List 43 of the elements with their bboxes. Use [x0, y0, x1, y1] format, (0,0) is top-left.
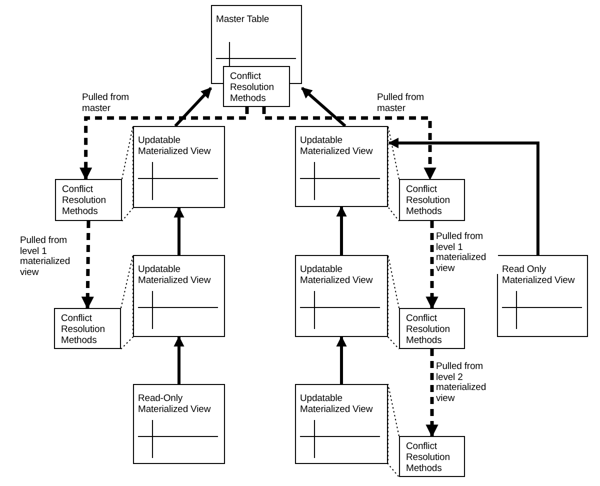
process-box [399, 436, 465, 477]
node-label: Read Only Materialized View [502, 264, 576, 286]
view-box [295, 255, 388, 337]
view-box [133, 255, 225, 337]
arrow [174, 206, 184, 255]
dashed-arrow [80, 107, 249, 180]
dashed-arrow [81, 220, 94, 310]
process-box [399, 179, 465, 221]
arrow [336, 206, 347, 255]
node-label: Conflict Resolution Methods [61, 313, 106, 346]
node-label: Master Table [216, 14, 270, 25]
view-box [133, 126, 225, 208]
process-box [55, 179, 122, 221]
node-label: Updatable Materialized View [300, 393, 374, 415]
edge-label: Pulled from level 1 materialized view [436, 232, 498, 274]
node-label: Updatable Materialized View [300, 264, 374, 286]
dashed-arrow [426, 221, 438, 310]
dotted-connector [122, 126, 134, 222]
process-box [223, 66, 290, 107]
process-box [399, 308, 465, 349]
node-label: Updatable Materialized View [300, 135, 374, 157]
dashed-arrow [262, 107, 436, 180]
view-box [133, 384, 225, 464]
view-box [497, 255, 588, 337]
arrow [174, 336, 184, 384]
process-box [54, 308, 121, 349]
arrow [336, 336, 347, 384]
node-label: Conflict Resolution Methods [230, 71, 275, 104]
view-box [295, 126, 388, 207]
dashed-arrow [426, 349, 438, 438]
dotted-connector [120, 254, 134, 350]
node-label: Conflict Resolution Methods [406, 313, 451, 346]
arrow [388, 138, 540, 255]
arrow [174, 86, 212, 128]
node-label: Updatable Materialized View [138, 264, 212, 286]
arrow [301, 86, 346, 128]
node-label: Conflict Resolution Methods [62, 184, 107, 217]
node-label: Conflict Resolution Methods [406, 184, 451, 217]
dotted-connector [388, 384, 400, 478]
node-label: Conflict Resolution Methods [406, 441, 451, 474]
node-label: Updatable Materialized View [138, 135, 212, 157]
view-box [295, 384, 388, 464]
node-label: Read-Only Materialized View [138, 393, 212, 415]
